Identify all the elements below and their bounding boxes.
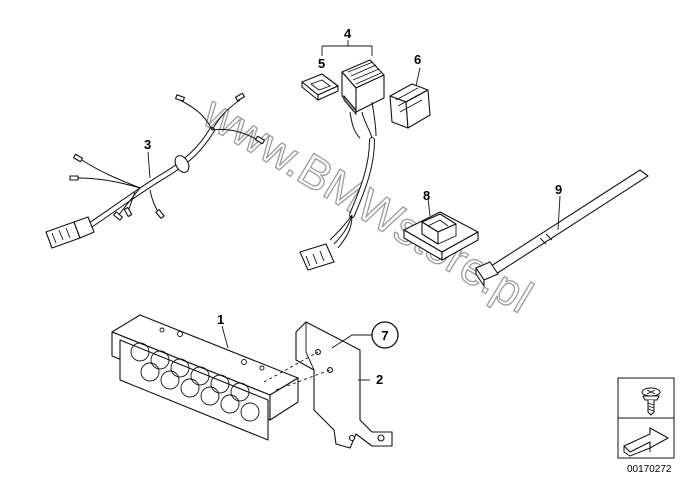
callout-8: 8	[423, 188, 430, 203]
callout-4: 4	[344, 26, 352, 41]
legend-box	[617, 377, 675, 459]
switch-block-part-4	[299, 59, 431, 271]
cable-tie-part-9	[475, 169, 649, 287]
circled-callout-7: 7	[381, 328, 388, 343]
callout-2: 2	[376, 372, 383, 387]
callout-1: 1	[217, 312, 224, 327]
watermark: www.BMWstore.pl	[194, 85, 542, 322]
document-number: 00170272	[627, 464, 672, 475]
bracket-part-2	[263, 321, 393, 449]
callout-6: 6	[414, 52, 421, 67]
leader-lines	[147, 40, 561, 381]
control-unit-part-1	[111, 314, 299, 441]
callout-9: 9	[555, 182, 562, 197]
circled-callout-ring	[371, 321, 399, 349]
callout-3: 3	[144, 137, 151, 152]
callout-5: 5	[318, 56, 325, 71]
arrow-icon	[623, 427, 669, 453]
wiring-harness-part-3	[45, 92, 266, 249]
clip-holder-part-8	[403, 211, 479, 261]
